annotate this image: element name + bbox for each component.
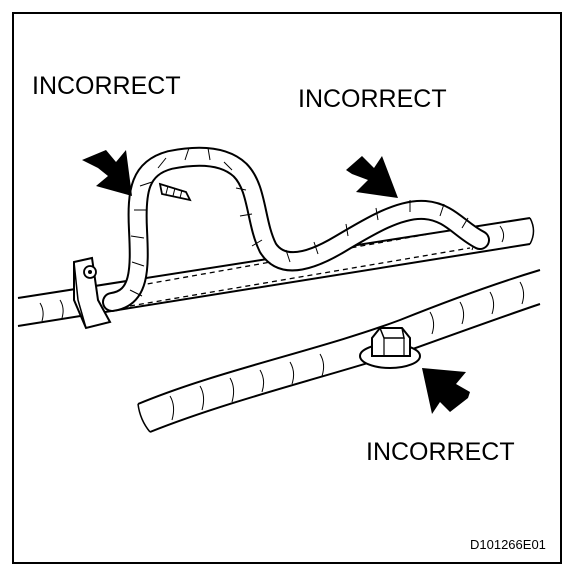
incorrect-label-top-right: INCORRECT	[298, 85, 447, 113]
lower-harness	[137, 269, 541, 433]
incorrect-label-bottom-right: INCORRECT	[366, 438, 515, 466]
figure-frame	[12, 12, 562, 564]
incorrect-label-top-left: INCORRECT	[32, 72, 181, 100]
arrow-top-right	[346, 156, 398, 198]
arrow-bottom-right	[422, 368, 470, 414]
bolt	[359, 327, 421, 369]
figure-code: D101266E01	[470, 537, 546, 552]
looped-harness	[102, 146, 490, 312]
arrow-top-left	[82, 150, 132, 196]
screw-tip	[158, 182, 192, 202]
harness-clamp	[73, 256, 112, 330]
